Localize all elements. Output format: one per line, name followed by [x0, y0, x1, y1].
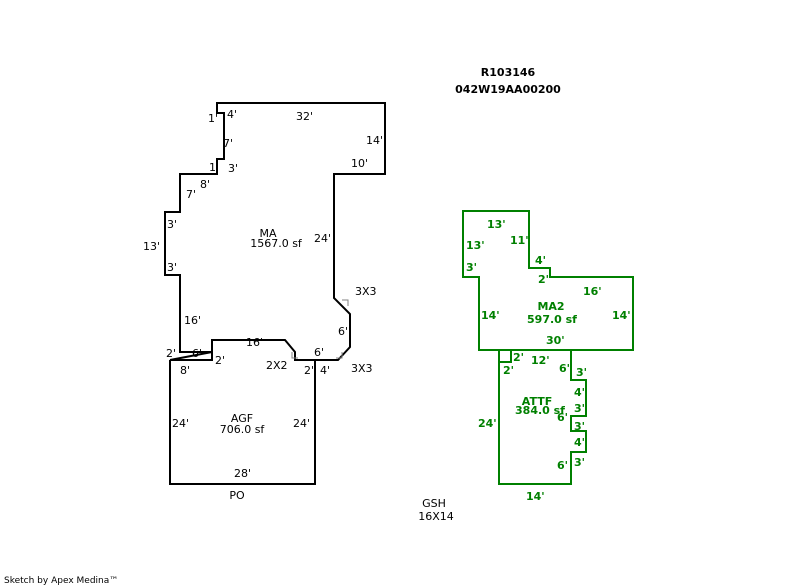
- attf-dim-8: 6': [557, 411, 568, 424]
- agf-area: 706.0 sf: [220, 423, 266, 436]
- ma-dim-10: 7': [186, 188, 196, 201]
- sketch-credit: Sketch by Apex Medina™: [4, 576, 118, 586]
- attf-dim-3: 2': [503, 364, 514, 377]
- ma-dim-23: 2X2: [266, 359, 288, 372]
- ma-dim-18: 16': [246, 336, 263, 349]
- ma2-dim-2: 11': [510, 234, 529, 247]
- ma-dim-9: 8': [200, 178, 210, 191]
- ma2-dim-1: 13': [487, 218, 506, 231]
- attf-dim-1: 2': [513, 351, 524, 364]
- ma2-dim-5: 3': [466, 261, 477, 274]
- corner-mark-2x2: [291, 352, 298, 359]
- attf-dim-12: 6': [557, 459, 568, 472]
- corner-mark-3x3-top: [342, 299, 349, 306]
- agf-dim-4: 28': [234, 467, 251, 480]
- ma2-dim-8: 14': [481, 309, 500, 322]
- outbuilding-gsh: GSH: [422, 497, 446, 510]
- attf-outline: [498, 350, 587, 485]
- ma-area: 1567.0 sf: [250, 237, 303, 250]
- ma-dim-15: 3X3: [355, 285, 377, 298]
- attf-area: 384.0 sf: [515, 404, 565, 417]
- agf-dim-3: 24': [293, 417, 310, 430]
- attf-dim-7: 3': [574, 402, 585, 415]
- agf-code: AGF: [231, 412, 253, 425]
- ma2-dim-10: 30': [546, 334, 565, 347]
- attf-dim-4: 6': [559, 362, 570, 375]
- ma-dim-5: 7': [223, 137, 233, 150]
- ma-dim-14: 24': [314, 232, 331, 245]
- corner-mark-3x3-bottom: [336, 352, 343, 359]
- attf-dim-9: 3': [574, 420, 585, 433]
- ma2-code: MA2: [537, 300, 564, 313]
- outbuilding-gsh-size: 16X14: [418, 510, 454, 523]
- ma-dim-26: 3X3: [351, 362, 373, 375]
- ma-dim-8: 10': [351, 157, 368, 170]
- ma-dim-1: 1': [208, 112, 218, 125]
- attf-dim-11: 24': [478, 417, 497, 430]
- ma-dim-12: 13': [143, 240, 160, 253]
- ma-dim-17: 16': [184, 314, 201, 327]
- ma-dim-7: 3': [228, 162, 238, 175]
- parcel-id: R103146: [481, 66, 536, 79]
- ma-dim-11: 3': [167, 218, 177, 231]
- ma-dim-4: 14': [366, 134, 383, 147]
- ma2-outline: [462, 210, 634, 351]
- ma-dim-25: 4': [320, 364, 330, 377]
- attf-upper-jog: [499, 350, 572, 380]
- ma2-dim-9: 14': [612, 309, 631, 322]
- attf-code: ATTF: [522, 395, 552, 408]
- ma2-dim-4: 4': [535, 254, 546, 267]
- ma2-area: 597.0 sf: [527, 313, 577, 326]
- ma-dim-20: 6': [192, 347, 202, 360]
- ma-code: MA: [259, 227, 276, 240]
- agf-top-edge: [170, 352, 213, 361]
- attf-dim-14: 14': [526, 490, 545, 503]
- ma-dim-21: 2': [215, 354, 225, 367]
- ma-dim-2: 4': [227, 108, 237, 121]
- ma-dim-24: 2': [304, 364, 314, 377]
- ma2-dim-7: 16': [583, 285, 602, 298]
- agf-outline: [169, 351, 316, 485]
- map-number: 042W19AA00200: [455, 83, 561, 96]
- ma-dim-19: 2': [166, 347, 176, 360]
- agf-dim-1: 8': [180, 364, 190, 377]
- ma2-dim-3: 13': [466, 239, 485, 252]
- agf-dim-2: 24': [172, 417, 189, 430]
- ma-dim-16: 6': [338, 325, 348, 338]
- attf-dim-10: 4': [574, 436, 585, 449]
- ma-dim-3: 32': [296, 110, 313, 123]
- attf-dim-13: 3': [574, 456, 585, 469]
- attf-dim-2: 12': [531, 354, 550, 367]
- ma2-dim-6: 2': [538, 273, 549, 286]
- attf-dim-5: 3': [576, 366, 587, 379]
- outbuilding-po: PO: [229, 489, 245, 502]
- ma-dim-6: 1': [209, 161, 219, 174]
- attf-dim-6: 4': [574, 386, 585, 399]
- ma-dim-22: 6': [314, 346, 324, 359]
- ma-dim-13: 3': [167, 261, 177, 274]
